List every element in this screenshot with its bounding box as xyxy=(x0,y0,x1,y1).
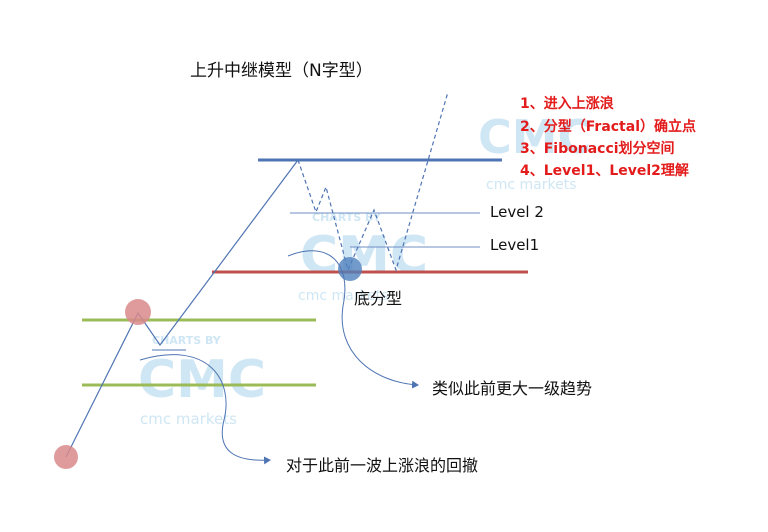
bottom-fractal-label: 底分型 xyxy=(354,289,403,308)
bigger-trend-label: 类似此前更大一级趋势 xyxy=(432,379,593,398)
peak-circle xyxy=(125,299,151,325)
level2-label: Level 2 xyxy=(490,203,544,221)
pullback-arrow xyxy=(139,354,271,465)
pullback-label: 对于此前一波上涨浪的回撤 xyxy=(286,456,479,475)
level1-label: Level1 xyxy=(490,236,540,254)
bigger-trend-arrow xyxy=(287,250,419,389)
price-path xyxy=(65,159,299,458)
point-item-4: 4、Level1、Level2理解 xyxy=(520,163,689,179)
point-item-1: 1、进入上涨浪 xyxy=(520,96,614,112)
diagram-title: 上升中继模型（N字型） xyxy=(190,61,373,81)
low-circle xyxy=(54,445,78,469)
point-item-3: 3、Fibonacci划分空间 xyxy=(520,141,675,157)
point-item-2: 2、分型（Fractal）确立点 xyxy=(520,119,696,135)
projected-path xyxy=(297,91,449,272)
